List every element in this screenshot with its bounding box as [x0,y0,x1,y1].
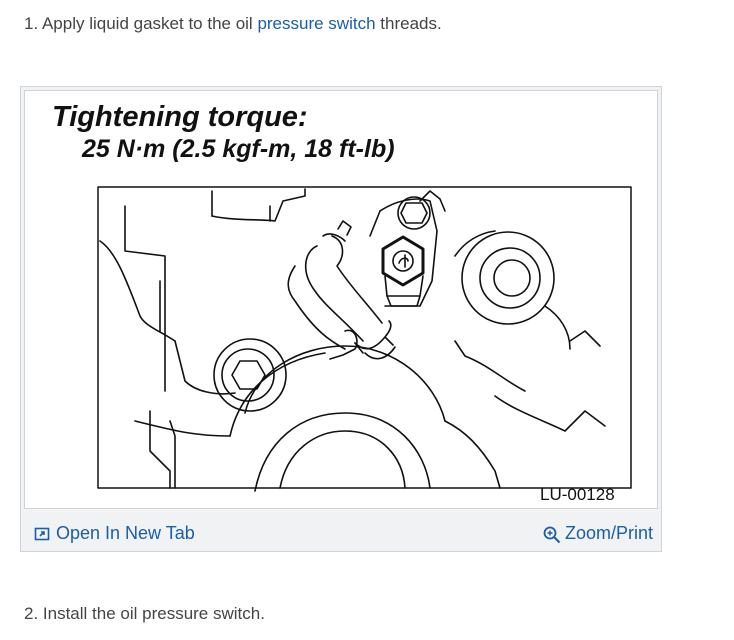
oil-pressure-switch-diagram [97,186,632,492]
figure-card: Tightening torque: 25 N·m (2.5 kgf-m, 18… [20,86,662,552]
pressure-switch-link[interactable]: pressure switch [257,14,376,33]
step-1-suffix: threads. [375,14,442,33]
zoom-print-button[interactable]: Zoom/Print [543,523,653,544]
torque-title: Tightening torque: [52,101,308,133]
figure-image[interactable]: Tightening torque: 25 N·m (2.5 kgf-m, 18… [24,90,658,509]
open-in-new-tab-icon [34,526,50,542]
zoom-in-icon [543,526,561,543]
open-in-new-tab-label: Open In New Tab [56,523,195,543]
step-1-text: 1. Apply liquid gasket to the oil pressu… [24,13,442,35]
step-2-text: 2. Install the oil pressure switch. [24,604,265,623]
zoom-print-label: Zoom/Print [564,523,653,543]
torque-value: 25 N·m (2.5 kgf-m, 18 ft-lb) [82,135,395,163]
step-1-prefix: 1. Apply liquid gasket to the oil [24,14,258,33]
figure-code: LU-00128 [540,485,615,504]
open-in-new-tab-button[interactable]: Open In New Tab [34,523,195,544]
